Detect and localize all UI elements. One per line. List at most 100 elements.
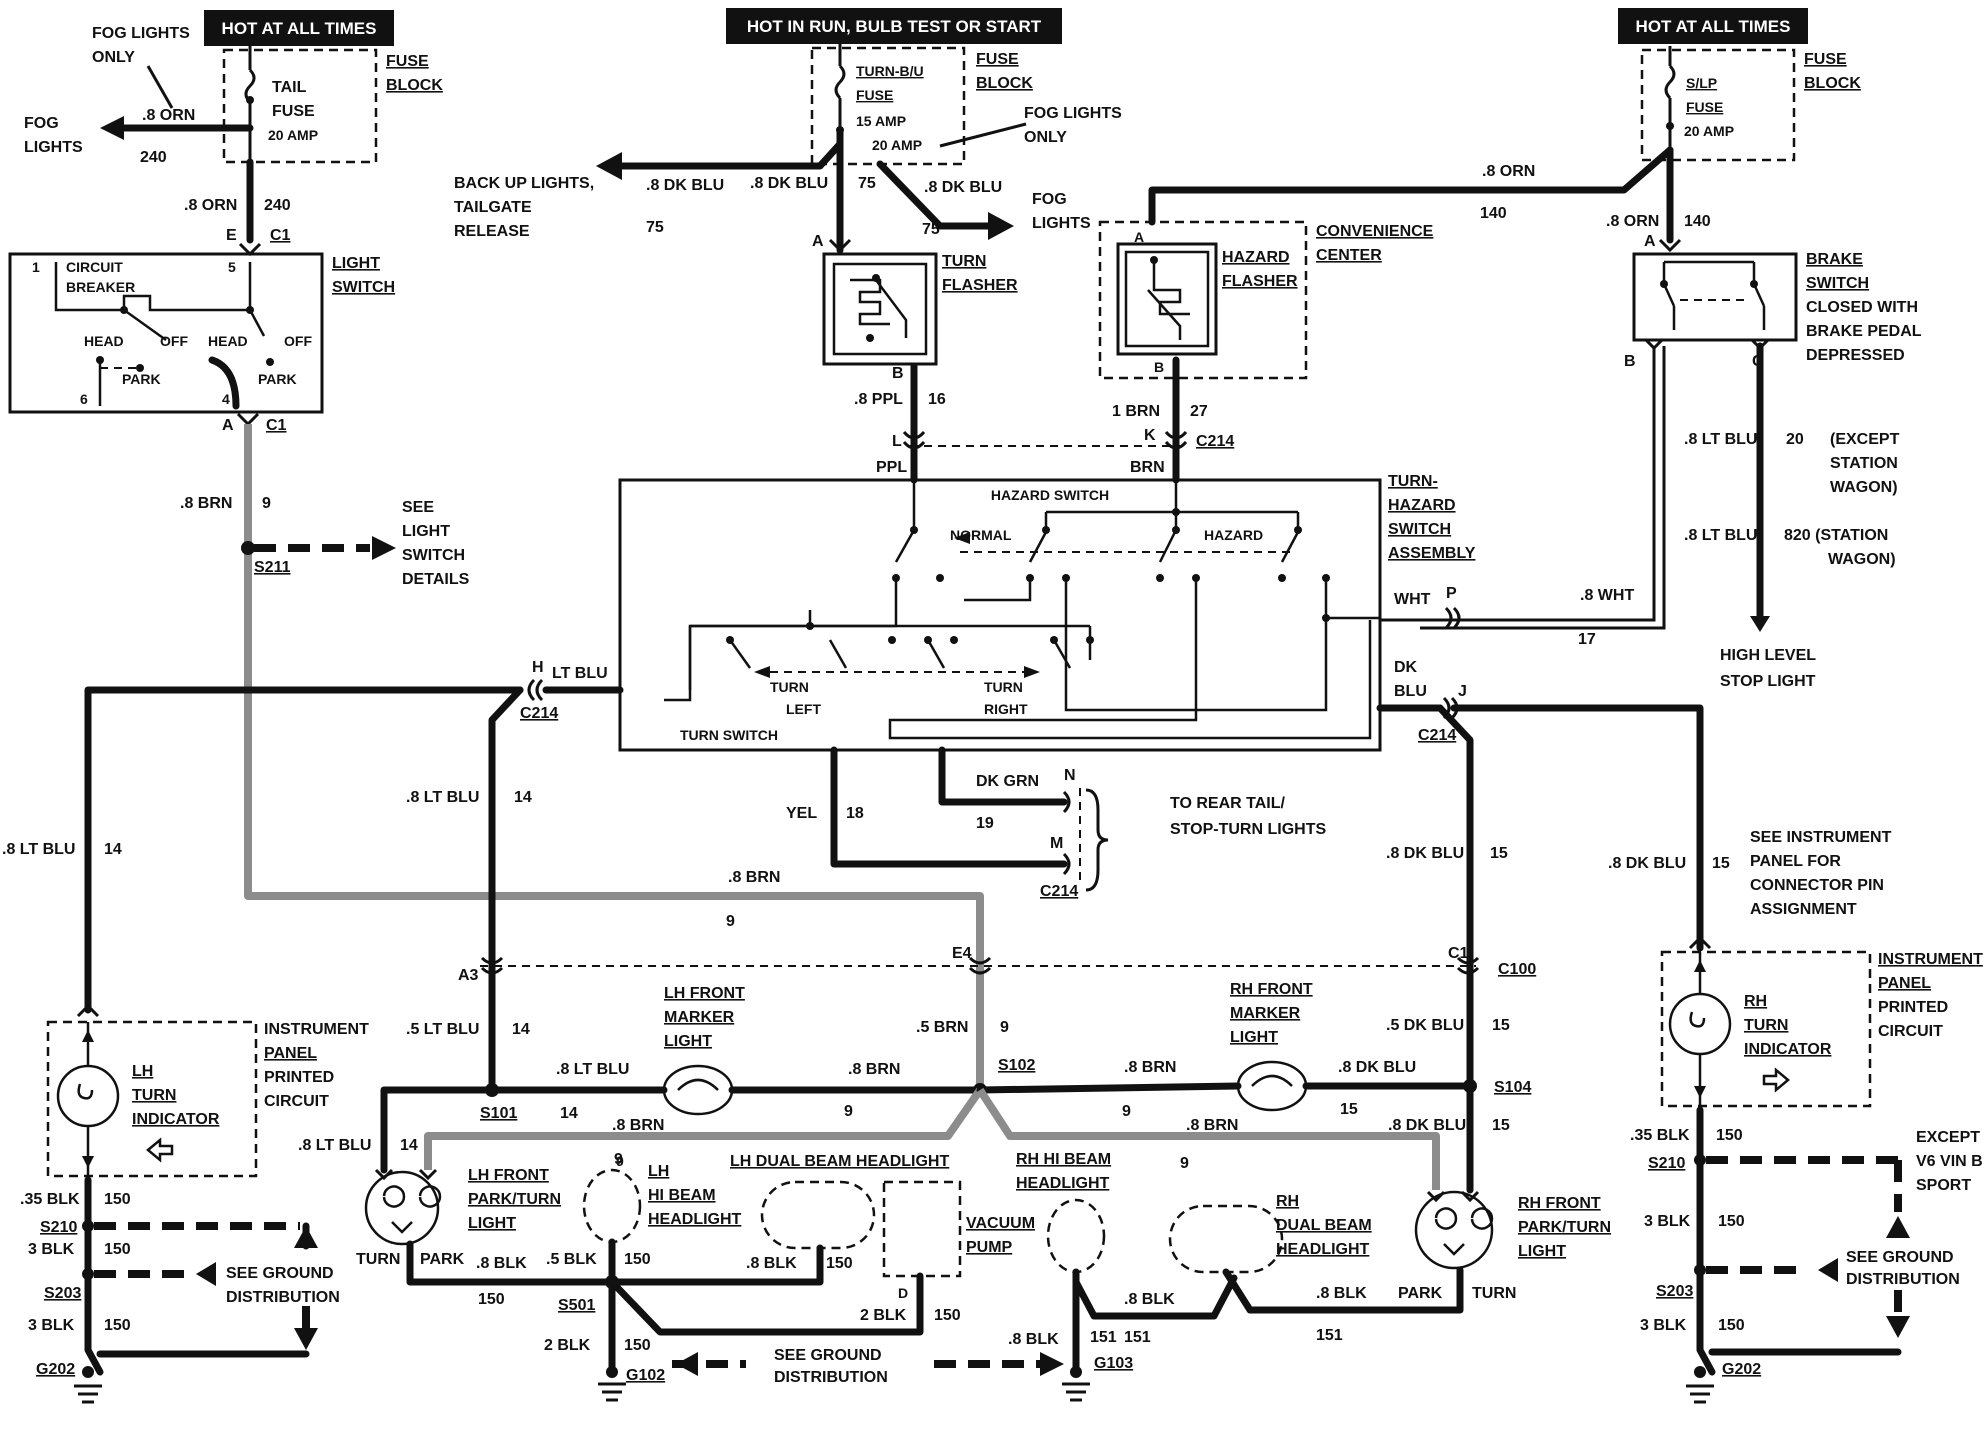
cr-c1: C1	[1448, 945, 1469, 962]
fog-only-note1: FOG LIGHTS	[92, 25, 190, 42]
normal-label: NORMAL	[950, 527, 1012, 543]
cl-wire-ltblu: .8 LT BLU	[406, 789, 479, 806]
lh-hi-beam: 9 LH HI BEAM HEADLIGHT	[582, 1153, 742, 1374]
brake-label3: CLOSED WITH	[1806, 299, 1918, 316]
lh-ip-label1: INSTRUMENT	[264, 1021, 369, 1038]
turn-flasher: TURN FLASHER B .8 PPL 16	[822, 252, 1018, 484]
lh-park-label2: PARK/TURN	[468, 1191, 561, 1208]
bs-circuit-820: 820 (STATION	[1784, 527, 1888, 544]
bt-c150d: 150	[624, 1337, 651, 1354]
tf-wire1: .8 DK BLU	[646, 177, 724, 194]
cl-c9b-low: 9	[614, 1151, 623, 1168]
rh-park-label3: LIGHT	[1518, 1243, 1566, 1260]
lh-marker-label1: LH FRONT	[664, 985, 745, 1002]
rs-c15: 15	[1712, 855, 1730, 872]
th-conn-h: H	[532, 659, 544, 676]
th-wht: WHT	[1394, 591, 1431, 608]
rh-ground: .35 BLK 150 S210 EXCEPT V6 VIN B SPORT 3…	[1630, 1106, 1983, 1404]
bs-conn-a: A	[1644, 233, 1656, 250]
turn-fuse-block: TURN-B/U FUSE 15 AMP 20 AMP FUSE BLOCK F…	[810, 44, 1122, 166]
lh-ground: .35 BLK 150 S210 3 BLK 150 S203 SEE GROU…	[20, 1176, 340, 1404]
rh-dual-label1: RH	[1276, 1193, 1299, 1210]
stop-light-arrow	[1750, 616, 1770, 632]
cl-c14b: 14	[512, 1021, 530, 1038]
left-arrow-icon	[146, 1137, 174, 1163]
th-c214-left: C214	[520, 705, 558, 722]
turn-fuse-name2: FUSE	[856, 87, 893, 103]
tail-fuse-rating: 20 AMP	[268, 127, 318, 143]
th-assembly-label2: HAZARD	[1388, 497, 1456, 514]
lg-s210: S210	[40, 1219, 77, 1236]
slp-fuse-name1: S/LP	[1686, 75, 1717, 91]
backup-label3: RELEASE	[454, 223, 530, 240]
lg-see-ground2: DISTRIBUTION	[226, 1289, 340, 1306]
lg-c150c: 150	[104, 1317, 131, 1334]
bt-blk8d: .8 BLK	[1008, 1331, 1059, 1348]
bt-blk5: .5 BLK	[546, 1251, 597, 1268]
bs-circuit-20: 20	[1786, 431, 1804, 448]
bt-c150c: 150	[478, 1291, 505, 1308]
off-label-2: OFF	[284, 333, 312, 349]
to-rear-label1: TO REAR TAIL/	[1170, 795, 1286, 812]
bt-c151c: 151	[1316, 1327, 1343, 1344]
rh-turn-label: TURN	[1472, 1285, 1516, 1302]
tail-fuse-name1: TAIL	[272, 79, 307, 96]
fog-only-note2: ONLY	[92, 49, 135, 66]
wire-brn-ls: .8 BRN	[180, 495, 232, 512]
th-ppl: PPL	[876, 459, 907, 476]
rh-dual-beam: RH DUAL BEAM HEADLIGHT .8 BLK 151	[1168, 1193, 1464, 1344]
tail-fuse-block: TAIL FUSE 20 AMP FUSE BLOCK	[222, 46, 443, 164]
slp-block1: FUSE	[1804, 51, 1847, 68]
rs-see-ip1: SEE INSTRUMENT	[1750, 829, 1892, 846]
rs-see-ip4: ASSIGNMENT	[1750, 901, 1857, 918]
cl-c9-low: 9	[844, 1103, 853, 1120]
tf-c75c: 75	[922, 221, 940, 238]
rh-marker-label2: MARKER	[1230, 1005, 1301, 1022]
conn-c1-top: C1	[270, 227, 291, 244]
see-details-1: SEE	[402, 499, 434, 516]
lg-blk3a: 3 BLK	[28, 1241, 75, 1258]
rear-c214: C214	[1040, 883, 1078, 900]
rg-except1: EXCEPT	[1916, 1129, 1980, 1146]
right-arrow-icon	[1762, 1067, 1790, 1093]
rh-park-label1: RH FRONT	[1518, 1195, 1601, 1212]
ls-wire-ltblu: .8 LT BLU	[2, 841, 75, 858]
tf-fog2: LIGHTS	[1032, 215, 1091, 232]
lh-park-label1: LH FRONT	[468, 1167, 549, 1184]
cl-a3: A3	[458, 967, 479, 984]
cl-c9: 9	[726, 913, 735, 930]
rg-except2: V6 VIN B	[1916, 1153, 1983, 1170]
lh-park-turn-light: LH FRONT PARK/TURN LIGHT TURN PARK	[356, 1167, 616, 1286]
hf-wire-brn: 1 BRN	[1112, 403, 1160, 420]
slp-fuse-name2: FUSE	[1686, 99, 1723, 115]
bt-blk8c: .8 BLK	[1124, 1291, 1175, 1308]
tf-conn-b: B	[892, 365, 904, 382]
turn-flasher-label2: FLASHER	[942, 277, 1018, 294]
vac-d: D	[898, 1285, 908, 1301]
tf-c75b: 75	[858, 175, 876, 192]
brake-label1: BRAKE	[1806, 251, 1863, 268]
rear-dkgrn: DK GRN	[976, 773, 1039, 790]
cr-wire-dkblu5: .5 DK BLU	[1386, 1017, 1464, 1034]
wire-orn-mid: .8 ORN	[184, 197, 237, 214]
rh-ip-label1: INSTRUMENT	[1878, 951, 1983, 968]
cl-wire-ltblu5: .5 LT BLU	[406, 1021, 479, 1038]
lh-park-label: PARK	[420, 1251, 465, 1268]
rh-park-turn-light: RH FRONT PARK/TURN LIGHT PARK TURN	[1398, 1190, 1611, 1302]
brake-label5: DEPRESSED	[1806, 347, 1905, 364]
cl-c14b-low: 14	[400, 1137, 418, 1154]
lh-hi-label3: HEADLIGHT	[648, 1211, 742, 1228]
lh-ind-label1: LH	[132, 1063, 153, 1080]
turn-fog-note2: ONLY	[1024, 129, 1067, 146]
rg-blk3a: 3 BLK	[1644, 1213, 1691, 1230]
lh-turn-label: TURN	[356, 1251, 400, 1268]
rh-dual-label3: HEADLIGHT	[1276, 1241, 1370, 1258]
header-center-text: HOT IN RUN, BULB TEST OR START	[747, 17, 1042, 36]
th-c214-right: C214	[1418, 727, 1456, 744]
hf-circuit-27: 27	[1190, 403, 1208, 420]
rg-g202: G202	[1722, 1361, 1761, 1378]
turn-right-label1: TURN	[984, 679, 1023, 695]
tail-fuse-name2: FUSE	[272, 103, 315, 120]
rh-hi-label1: RH HI BEAM	[1016, 1151, 1111, 1168]
